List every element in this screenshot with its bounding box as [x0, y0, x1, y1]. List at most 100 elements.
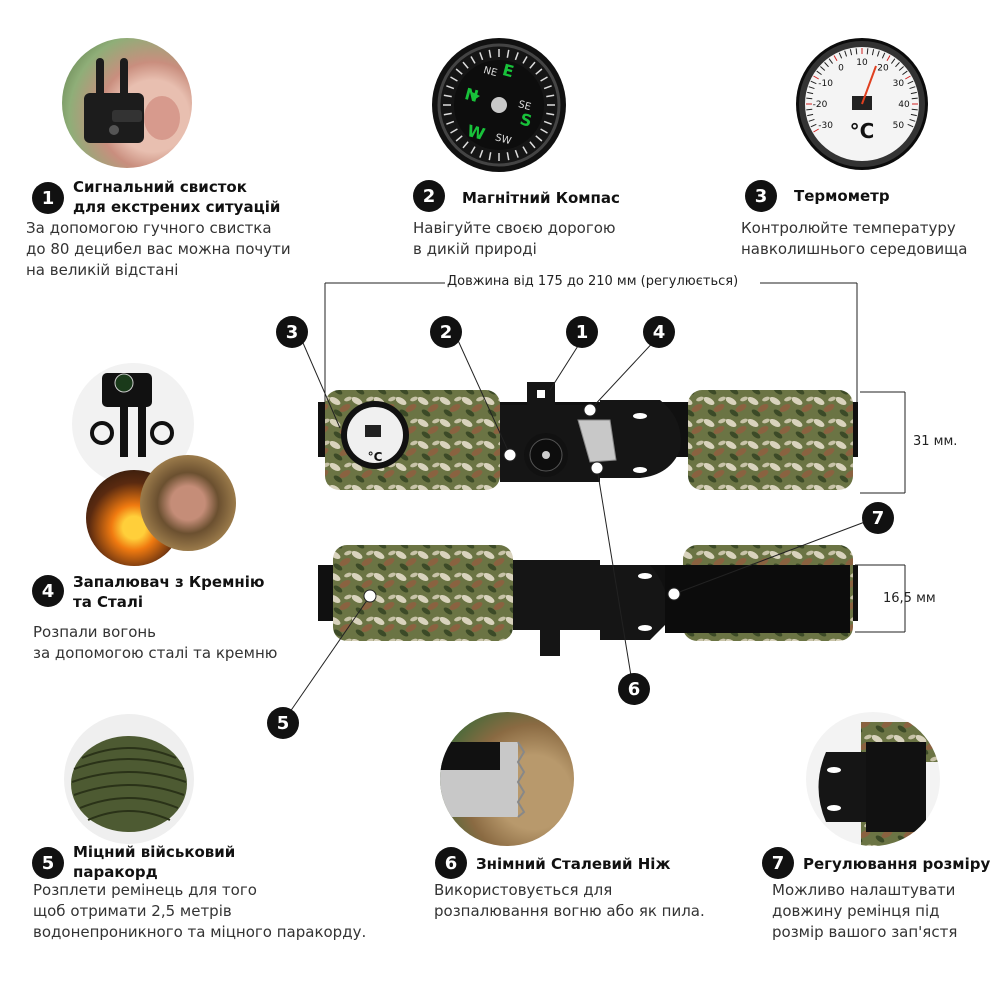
- thermo-tick: [881, 52, 886, 59]
- compass-tick: [450, 76, 458, 82]
- compass-tick: [479, 149, 484, 158]
- paracord-photo: [64, 714, 194, 844]
- width-dimension: 16,5 мм: [883, 591, 936, 606]
- thermo-tick: [905, 75, 911, 80]
- feature-6-desc: Використовується для розпалювання вогню …: [434, 881, 705, 920]
- buckle-lower: [513, 560, 669, 640]
- feature-1-title-line2: для екстрених ситуацій: [73, 198, 281, 216]
- thermo-tick: [909, 86, 916, 90]
- thermo-tick: [902, 70, 908, 76]
- thermo-tick-label: 10: [856, 58, 868, 68]
- compass-tick: [506, 49, 510, 58]
- compass-tick: [470, 56, 476, 64]
- feature-3-desc: Контролюйте температуру навколишнього се…: [741, 219, 968, 258]
- thermo-tick: [810, 80, 817, 85]
- feature-5-title: Міцний військовий паракорд: [73, 842, 235, 882]
- compass-tick: [543, 85, 552, 90]
- compass-tick: [514, 52, 519, 61]
- compass-se: SE: [517, 99, 532, 113]
- thermo-tick: [871, 49, 875, 56]
- compass-tick: [479, 52, 484, 61]
- compass-tick: [540, 76, 548, 82]
- compass-tick: [443, 112, 452, 116]
- callout-4: 4: [643, 316, 675, 348]
- callout-3: 3: [276, 316, 308, 348]
- thermo-tick: [824, 62, 829, 68]
- knife-photo: [440, 712, 574, 846]
- thermo-tick: [890, 58, 896, 64]
- compass-tick: [455, 68, 463, 75]
- length-dimension: Довжина від 175 до 210 мм (регулюється): [447, 274, 739, 289]
- compass-tick: [529, 61, 536, 69]
- thermo-tick: [828, 58, 834, 64]
- thermo-tick: [833, 55, 838, 61]
- compass-tick: [535, 68, 543, 75]
- thermo-tick: [806, 97, 813, 100]
- flint-strike-photo: [140, 455, 236, 551]
- thermo-tick-label: 30: [893, 79, 905, 89]
- thermo-tick: [806, 108, 813, 111]
- thermo-tick: [866, 48, 869, 55]
- compass-tick: [488, 49, 492, 58]
- thermo-tick: [910, 113, 917, 117]
- compass-ne: NE: [482, 65, 498, 79]
- thermo-unit: °C: [850, 119, 875, 143]
- compass-north: N: [463, 84, 481, 106]
- compass-tick: [455, 135, 463, 142]
- thermo-tick: [876, 50, 880, 57]
- feature-7-desc: Можливо налаштувати довжину ремінця під …: [772, 881, 958, 941]
- whistle-icon: [84, 58, 180, 143]
- compass-tick: [529, 141, 536, 149]
- buckle-photo: [806, 712, 940, 846]
- feature-3-badge: 3: [745, 180, 777, 212]
- compass-tick: [506, 152, 510, 161]
- thermo-tick: [808, 118, 815, 122]
- feature-2-title: Магнітний Компас: [462, 189, 620, 207]
- thermo-tick: [907, 123, 914, 128]
- feature-5-title-line1: Міцний військовий: [73, 843, 236, 861]
- compass-w: W: [465, 121, 487, 144]
- thermo-tick: [911, 97, 918, 100]
- thermo-tick: [907, 80, 914, 85]
- thermo-tick: [855, 48, 858, 55]
- thermo-tick: [838, 52, 843, 59]
- thermo-tick-label: 20: [877, 64, 889, 74]
- thermo-tick-label: -30: [818, 121, 833, 131]
- thermo-tick: [820, 66, 826, 71]
- thermo-tick: [909, 118, 916, 122]
- thermo-tick-label: -10: [818, 79, 833, 89]
- thermo-tick-label: 0: [838, 64, 844, 74]
- velcro-strap: [665, 565, 850, 633]
- compass-tick: [522, 146, 528, 154]
- compass-tick: [540, 128, 548, 134]
- feature-4-title-line1: Запалювач з Кремнію: [73, 573, 265, 591]
- compass-tick: [535, 135, 543, 142]
- thermo-tick-label: 40: [898, 100, 910, 110]
- thermo-tick: [898, 66, 904, 71]
- feature-1-title-line1: Сигнальний свисток: [73, 178, 247, 196]
- feature-2-badge: 2: [413, 180, 445, 212]
- callout-2: 2: [430, 316, 462, 348]
- thermo-tick: [911, 108, 918, 111]
- compass-tick: [514, 149, 519, 158]
- feature-7-badge: 7: [762, 847, 794, 879]
- compass-tick: [446, 85, 455, 90]
- thermo-tick: [810, 123, 817, 128]
- feature-5-title-line2: паракорд: [73, 863, 158, 881]
- feature-5-badge: 5: [32, 847, 64, 879]
- compass-s: S: [518, 109, 534, 130]
- height-dimension: 31 мм.: [913, 434, 958, 449]
- thermo-tick: [849, 49, 853, 56]
- feature-4-title: Запалювач з Кремнію та Сталі: [73, 572, 264, 612]
- paracord-right-upper: [688, 390, 853, 490]
- thermo-tick: [813, 128, 819, 133]
- thermo-tick: [895, 62, 900, 68]
- thermo-tick-label: -20: [813, 100, 828, 110]
- callout-7: 7: [862, 502, 894, 534]
- feature-1-badge: 1: [32, 182, 64, 214]
- feature-4-title-line2: та Сталі: [73, 593, 143, 611]
- callout-6: 6: [618, 673, 650, 705]
- callout-5: 5: [267, 707, 299, 739]
- feature-2-desc: Навігуйте своєю дорогою в дикій природі: [413, 219, 616, 258]
